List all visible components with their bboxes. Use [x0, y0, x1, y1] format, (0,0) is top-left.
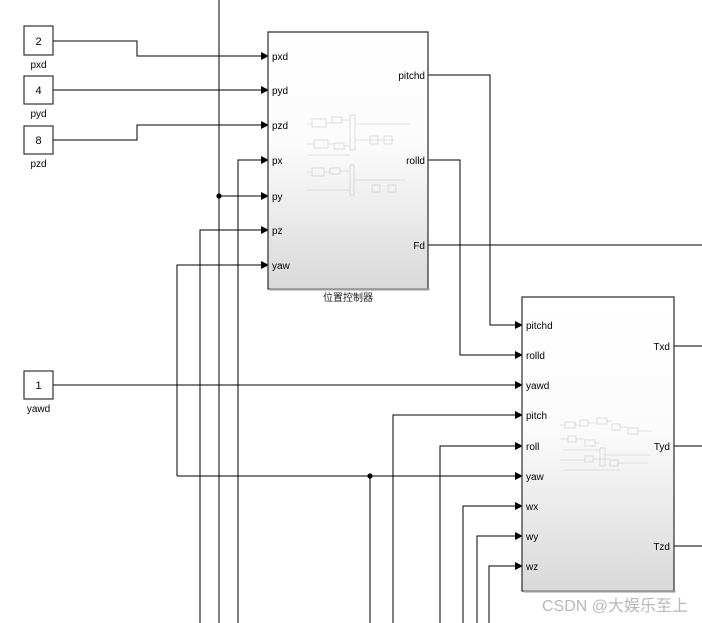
subsystem-preview-thumbnail	[306, 114, 410, 196]
constant-value: 1	[35, 380, 41, 392]
constant-value: 4	[35, 85, 41, 97]
port-rolld: rolld	[406, 156, 425, 167]
constant-value: 2	[35, 36, 41, 48]
port-pzd: pzd	[272, 121, 288, 132]
port-txd: Txd	[653, 342, 670, 353]
port-tyd: Tyd	[654, 442, 670, 453]
junction-dot-yaw	[367, 473, 373, 479]
port-pxd: pxd	[272, 52, 288, 63]
line-yaw-pos	[176, 261, 269, 476]
position-controller-name: 位置控制器	[323, 291, 373, 304]
port-rolld: rolld	[526, 351, 545, 362]
port-yawd: yawd	[526, 381, 549, 392]
port-wx: wx	[525, 502, 538, 513]
port-pitch: pitch	[526, 411, 547, 422]
constant-block-pzd[interactable]: 8 pzd	[23, 125, 54, 170]
port-pitchd: pitchd	[398, 71, 425, 82]
line-px-bus	[237, 156, 269, 623]
line-pitch	[392, 411, 523, 623]
line-wx	[462, 502, 523, 623]
port-yaw: yaw	[272, 261, 291, 272]
line-pitchd	[428, 74, 523, 329]
subsystem-preview-thumbnail	[560, 417, 652, 471]
port-wz: wz	[525, 562, 538, 573]
port-py: py	[272, 192, 283, 203]
port-pyd: pyd	[272, 86, 288, 97]
constant-block-yawd[interactable]: 1 yawd	[23, 370, 54, 415]
line-roll	[439, 442, 523, 623]
constant-block-pxd[interactable]: 2 pxd	[23, 25, 54, 71]
constant-label: yawd	[27, 404, 50, 415]
constant-label: pyd	[30, 109, 46, 120]
line-wy	[476, 532, 523, 623]
attitude-controller-block[interactable]: pitchd rolld yawd pitch roll yaw wx wy w…	[521, 296, 676, 593]
constant-value: 8	[35, 135, 41, 147]
line-pxd	[53, 40, 269, 60]
port-tzd: Tzd	[653, 542, 670, 553]
constant-label: pzd	[30, 159, 46, 170]
port-yaw: yaw	[526, 472, 545, 483]
position-controller-block[interactable]: pxd pyd pzd px py pz yaw pitchd rolld Fd	[267, 31, 430, 291]
signal-lines	[53, 0, 702, 623]
line-rolld	[428, 159, 523, 359]
junction-dot-py	[216, 193, 222, 199]
line-wz	[488, 562, 523, 623]
port-pz: pz	[272, 226, 283, 237]
port-fd: Fd	[413, 241, 425, 252]
port-pitchd: pitchd	[526, 321, 553, 332]
watermark-text: CSDN @大娱乐至上	[542, 597, 688, 615]
port-px: px	[272, 156, 283, 167]
constant-block-pyd[interactable]: 4 pyd	[23, 75, 54, 120]
line-pz	[199, 226, 269, 623]
line-pzd	[53, 121, 269, 141]
constant-label: pxd	[30, 60, 46, 71]
port-wy: wy	[525, 532, 538, 543]
port-roll: roll	[526, 442, 539, 453]
